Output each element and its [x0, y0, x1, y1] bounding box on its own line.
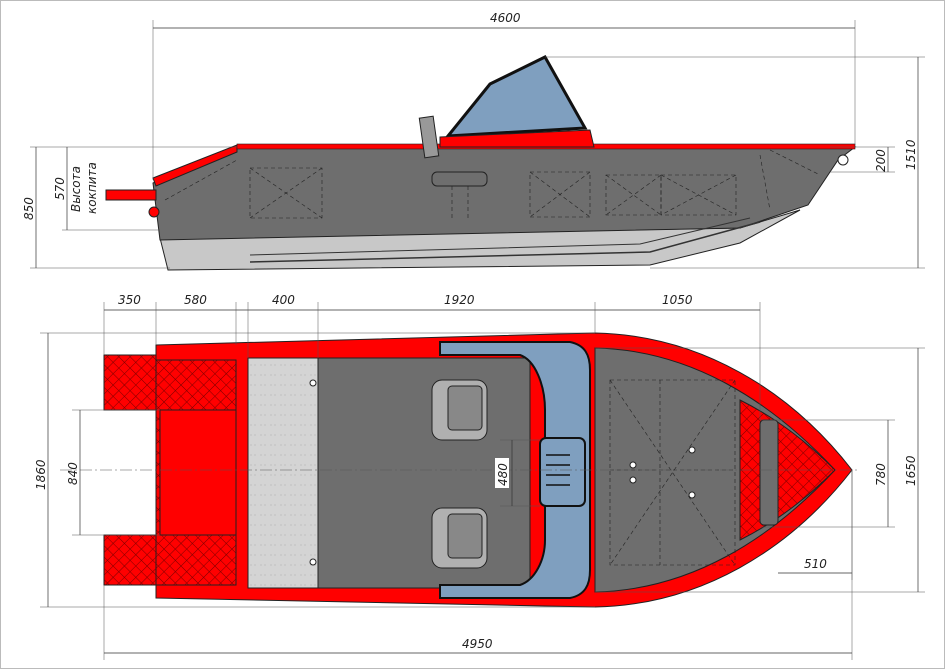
- dim-cockpit-depth: 570: [53, 177, 67, 200]
- dim-transom: 580: [184, 293, 207, 307]
- seat-back: [418, 115, 440, 159]
- cockpit-label-line1: Высота: [69, 166, 83, 212]
- dim-aft-deck: 400: [272, 293, 295, 307]
- console: [439, 129, 595, 148]
- seat: [431, 171, 488, 187]
- console: [539, 437, 586, 507]
- dim-total-height: 1510: [904, 139, 918, 170]
- dim-side-height: 850: [22, 197, 36, 220]
- dim-console-width: 480: [496, 463, 510, 486]
- top-view: 350 580 400 1920 1050 1860 840 480 780 1…: [34, 293, 925, 660]
- dim-length-overall: 4600: [490, 11, 521, 25]
- bracket-lower: [103, 534, 157, 586]
- motor-bracket: [105, 189, 157, 201]
- windshield: [444, 55, 588, 138]
- side-view: 4600 1510 200 850 570 Высота кокпита: [22, 11, 925, 271]
- foredeck-hatches: [609, 379, 736, 566]
- dim-beam: 1650: [904, 455, 918, 486]
- bow-gunwale: [152, 144, 238, 187]
- spray-rail: [249, 221, 761, 263]
- dim-length-total: 4950: [462, 637, 493, 651]
- bracket-upper: [103, 354, 157, 411]
- dim-bow-height: 200: [874, 149, 888, 172]
- dim-bracket-width: 840: [66, 462, 80, 485]
- cockpit-label-line2: кокпита: [85, 162, 99, 214]
- dim-bracket: 350: [118, 293, 141, 307]
- dim-cockpit: 1920: [444, 293, 475, 307]
- cockpit-floor: [317, 357, 531, 589]
- console-walkway: [439, 341, 591, 599]
- dim-bow-offset: 510: [804, 557, 827, 571]
- dim-width-overall: 1860: [34, 459, 48, 490]
- dim-fore-deck: 1050: [662, 293, 693, 307]
- hidden-lines: [164, 149, 821, 219]
- dim-hatch-width: 780: [874, 463, 888, 486]
- aft-deck: [247, 357, 319, 589]
